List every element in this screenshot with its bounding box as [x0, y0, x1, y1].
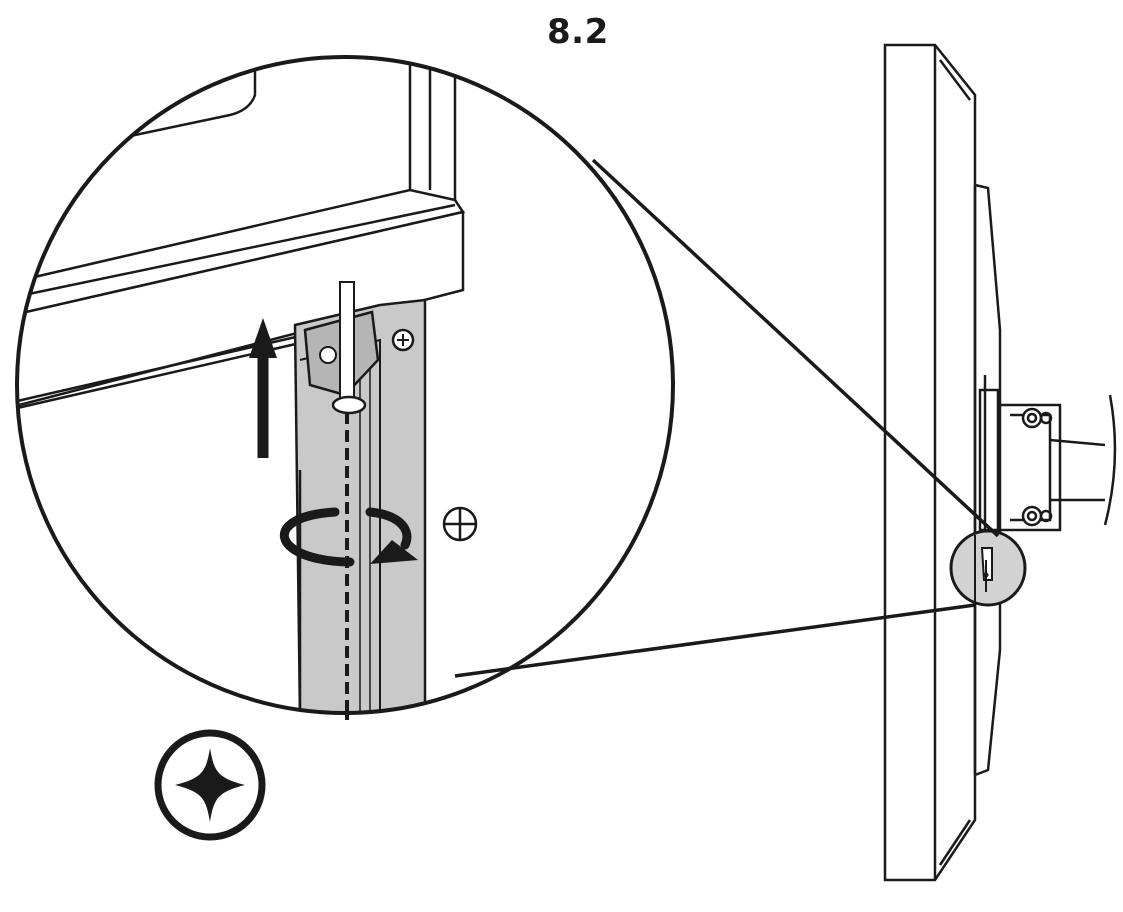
phillips-screwdriver-icon [154, 729, 266, 841]
zoom-connector-lines [454, 158, 1000, 678]
display-back-panel [17, 57, 466, 414]
wall-bracket [293, 298, 427, 713]
zoom-detail [15, 55, 675, 720]
rotate-clockwise-icon [279, 507, 418, 567]
step-number: 8.2 [547, 12, 609, 52]
display-side-view [883, 43, 1117, 882]
arrow-up-icon [249, 318, 277, 458]
detail-callout-circle [949, 529, 1027, 607]
bracket-screw [391, 328, 415, 352]
circled-plus-icon [442, 506, 478, 542]
